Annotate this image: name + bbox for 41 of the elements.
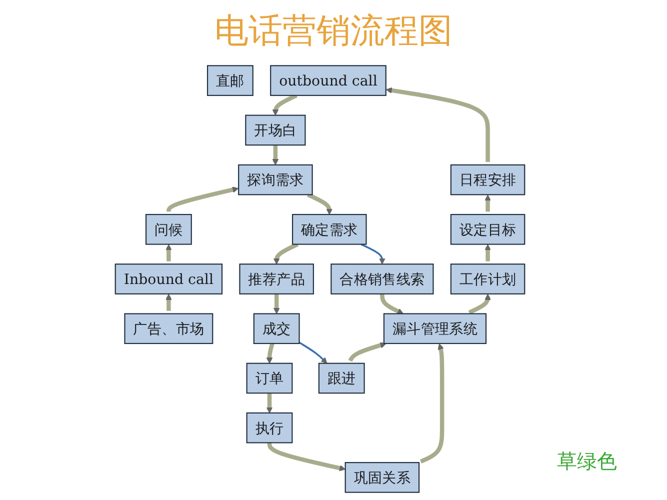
arrow — [272, 94, 298, 116]
node-box: 工作计划 — [450, 264, 526, 294]
node-box: 执行 — [246, 412, 293, 444]
arrow — [273, 242, 299, 264]
node-box: 确定需求 — [292, 214, 367, 245]
arrow — [273, 293, 280, 314]
node-box: 日程安排 — [450, 164, 526, 196]
node-box: outbound call — [270, 65, 386, 96]
node-box: 问候 — [145, 214, 192, 245]
node-box: 订单 — [246, 362, 293, 394]
node-box: 直邮 — [206, 65, 254, 96]
node-box: 成交 — [253, 313, 300, 344]
node-box: 广告、市场 — [124, 313, 214, 344]
arrow — [468, 294, 491, 314]
node-box: Inbound call — [114, 264, 223, 294]
node-box: 漏斗管理系统 — [383, 313, 487, 344]
arrow — [166, 244, 172, 262]
node-box: 推荐产品 — [239, 264, 314, 294]
arrow — [386, 87, 490, 163]
node-box: 合格销售线索 — [330, 264, 434, 294]
arrow — [380, 293, 404, 314]
arrow — [298, 342, 328, 364]
arrow — [272, 144, 279, 166]
node-box: 巩固关系 — [344, 462, 420, 493]
arrow — [266, 392, 273, 414]
node-box: 探询需求 — [238, 164, 313, 196]
arrow — [266, 342, 274, 364]
arrow — [348, 342, 386, 362]
node-box: 开场白 — [245, 114, 306, 146]
diagram-title: 电话营销流程图 — [214, 10, 454, 53]
arrow — [420, 343, 444, 464]
arrow — [360, 243, 386, 264]
arrow — [166, 186, 239, 213]
arrow — [267, 442, 346, 472]
arrow — [484, 194, 491, 213]
arrow — [306, 192, 332, 215]
node-box: 设定目标 — [450, 214, 526, 245]
note-label: 草绿色 — [557, 448, 617, 475]
arrow — [166, 294, 172, 312]
arrow — [484, 244, 491, 262]
node-box: 跟进 — [318, 362, 365, 394]
